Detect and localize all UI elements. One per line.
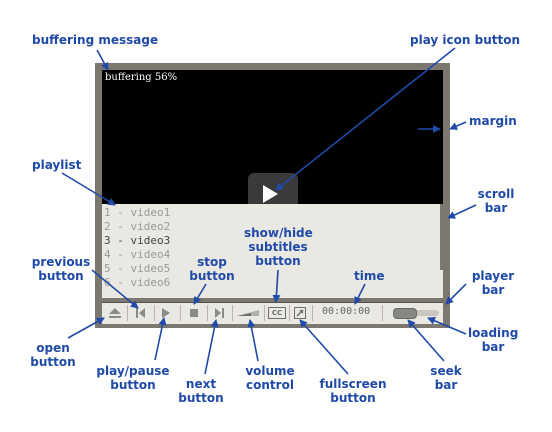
- label-line: subtitles: [248, 240, 308, 254]
- separator: [264, 305, 265, 321]
- seek-bar[interactable]: [393, 308, 417, 319]
- playlist-item[interactable]: 6 - video6: [104, 276, 171, 289]
- arrow-subtitles-button: [272, 269, 281, 303]
- arrow-volume-control: [247, 319, 259, 362]
- label-play-icon-button: play icon button: [410, 33, 521, 47]
- label-line: button: [189, 269, 235, 283]
- label-line: player: [471, 269, 515, 283]
- label-player-bar: player bar: [470, 269, 516, 297]
- label-play-pause-button: play/pause button: [94, 364, 172, 392]
- play-pause-button[interactable]: [158, 306, 174, 320]
- label-scroll-bar: scroll bar: [476, 187, 516, 215]
- label-line: button: [330, 391, 376, 405]
- separator: [232, 305, 233, 321]
- arrow-margin-outer: [449, 121, 467, 130]
- label-line: volume: [245, 364, 295, 378]
- arrow-buffering-message: [96, 49, 109, 71]
- label-line: bar: [481, 340, 505, 354]
- label-line: stop: [197, 255, 227, 269]
- label-line: button: [110, 378, 156, 392]
- separator: [127, 305, 128, 321]
- volume-icon: [237, 310, 259, 316]
- arrow-fullscreen-button: [299, 319, 349, 375]
- label-line: seek: [430, 364, 462, 378]
- label-line: button: [255, 254, 301, 268]
- arrow-seek-bar: [407, 319, 445, 362]
- label-line: button: [38, 269, 84, 283]
- previous-icon: [136, 308, 145, 318]
- arrow-playlist: [61, 172, 116, 206]
- label-line: show/hide: [244, 226, 313, 240]
- play-icon: [162, 308, 170, 318]
- fullscreen-icon: [294, 307, 306, 319]
- play-icon: [263, 185, 278, 203]
- buffering-message: buffering 56%: [105, 72, 178, 83]
- next-button[interactable]: [211, 306, 227, 320]
- separator: [207, 305, 208, 321]
- label-line: fullscreen: [319, 377, 387, 391]
- label-line: control: [246, 378, 294, 392]
- arrow-previous-button: [91, 269, 139, 309]
- label-line: bar: [434, 378, 458, 392]
- label-line: button: [30, 355, 76, 369]
- playlist-item[interactable]: 2 - video2: [104, 220, 171, 233]
- time-display: 00:00:00: [322, 306, 371, 317]
- label-line: button: [178, 391, 224, 405]
- label-time: time: [354, 269, 385, 283]
- separator: [382, 305, 383, 321]
- arrow-play-icon-button: [275, 47, 456, 191]
- fullscreen-button[interactable]: [293, 306, 307, 320]
- label-line: previous: [31, 255, 91, 269]
- next-icon: [215, 308, 224, 318]
- separator: [289, 305, 290, 321]
- playlist-item[interactable]: 1 - video1: [104, 206, 171, 219]
- playlist-item[interactable]: 4 - video4: [104, 248, 171, 261]
- label-open-button: open button: [30, 341, 76, 369]
- arrow-play-pause-button: [154, 317, 167, 361]
- label-line: next: [185, 377, 217, 391]
- arrow-stop-button: [193, 283, 207, 305]
- label-next-button: next button: [178, 377, 224, 405]
- arrow-next-button: [204, 319, 219, 375]
- separator: [154, 305, 155, 321]
- label-show-hide-subtitles-button: show/hide subtitles button: [244, 226, 313, 268]
- playlist-item[interactable]: 3 - video3: [104, 234, 171, 247]
- separator: [180, 305, 181, 321]
- label-seek-bar: seek bar: [426, 364, 466, 392]
- eject-icon: [109, 308, 121, 318]
- label-line: bar: [484, 201, 508, 215]
- label-line: open: [36, 341, 70, 355]
- previous-button[interactable]: [133, 306, 149, 320]
- show-hide-subtitles-button[interactable]: CC: [268, 307, 286, 319]
- label-loading-bar: loading bar: [468, 326, 518, 354]
- playlist-item[interactable]: 5 - video5: [104, 262, 171, 275]
- label-line: bar: [481, 283, 505, 297]
- volume-control[interactable]: [236, 306, 260, 320]
- stop-button[interactable]: [186, 306, 202, 320]
- label-line: play/pause: [96, 364, 170, 378]
- arrow-scroll-bar: [447, 204, 477, 219]
- cc-label: CC: [271, 309, 283, 317]
- label-buffering-message: buffering message: [32, 33, 159, 47]
- label-previous-button: previous button: [30, 255, 92, 283]
- label-volume-control: volume control: [244, 364, 296, 392]
- label-line: loading: [468, 326, 519, 340]
- stop-icon: [190, 309, 198, 317]
- label-fullscreen-button: fullscreen button: [318, 377, 388, 405]
- label-margin: margin: [469, 114, 517, 128]
- arrow-player-bar: [445, 283, 467, 305]
- label-line: scroll: [477, 187, 515, 201]
- separator: [312, 305, 313, 321]
- scroll-bar[interactable]: [440, 204, 444, 270]
- label-stop-button: stop button: [188, 255, 236, 283]
- arrow-open-button: [67, 317, 105, 339]
- open-button[interactable]: [107, 306, 123, 320]
- playlist: [102, 204, 443, 298]
- arrow-time: [354, 283, 366, 305]
- arrow-loading-bar: [427, 317, 467, 335]
- label-playlist: playlist: [32, 158, 82, 172]
